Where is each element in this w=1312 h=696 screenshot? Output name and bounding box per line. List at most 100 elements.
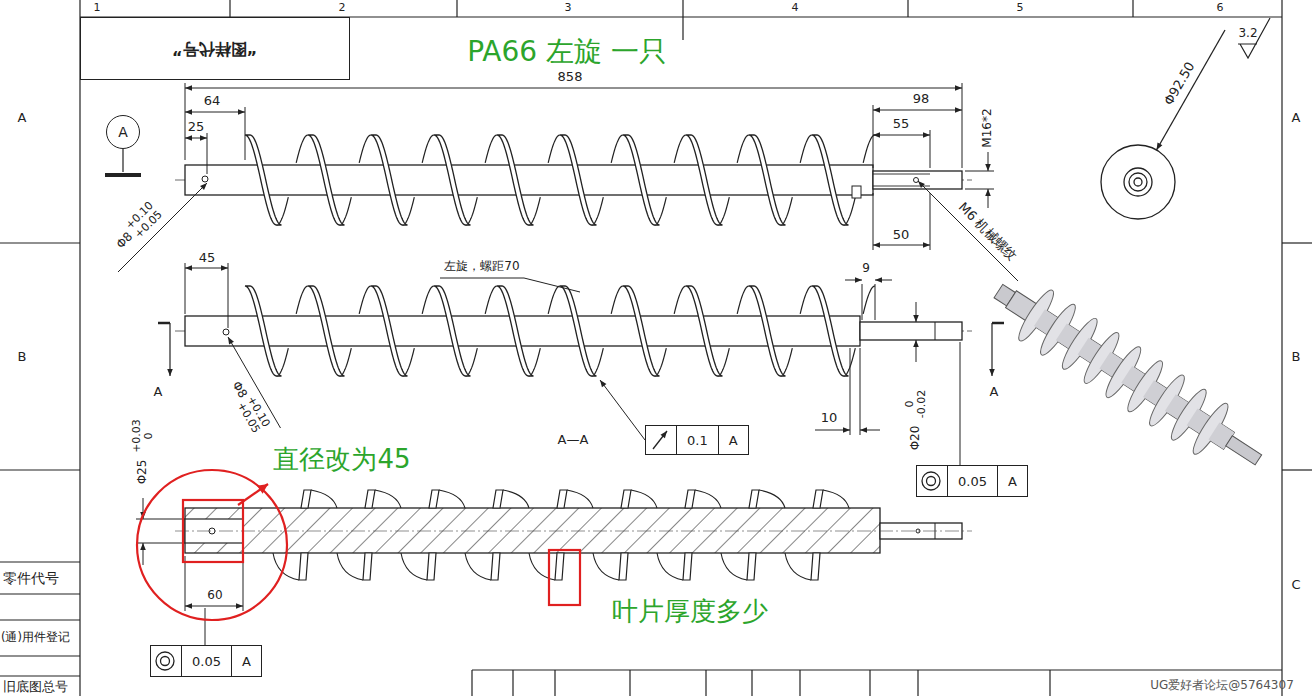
center-line xyxy=(175,531,972,532)
drawing-line xyxy=(850,348,851,435)
datum-letter: A xyxy=(118,124,128,140)
blade-edge xyxy=(401,553,427,580)
drawing-line xyxy=(472,669,1282,670)
flight-back-edge xyxy=(466,348,478,376)
blade-section xyxy=(813,490,823,508)
drawing-line xyxy=(185,112,245,113)
drawing-line xyxy=(440,278,580,292)
shaft-end xyxy=(1226,436,1262,465)
title-text: “图样代号” xyxy=(172,38,257,59)
iso-view xyxy=(982,266,1275,485)
flight xyxy=(308,286,345,376)
dimension: Φ8 xyxy=(229,379,249,401)
drawing-line xyxy=(207,133,208,174)
blade-edge xyxy=(465,553,491,580)
title-box: “图样代号” xyxy=(80,17,350,80)
flight xyxy=(434,286,471,376)
drawing-line xyxy=(930,130,931,168)
dimension: 64 xyxy=(204,94,221,109)
flight-back-edge xyxy=(718,197,730,225)
dimension: Φ92.50 xyxy=(1162,60,1199,109)
drawing-line xyxy=(988,152,989,171)
blade-edge xyxy=(311,490,337,508)
drawing-line xyxy=(161,657,170,666)
drawing-line xyxy=(156,652,174,670)
drawing-line xyxy=(0,675,80,676)
key xyxy=(852,186,861,198)
drawing-line xyxy=(875,284,876,320)
drawing-line xyxy=(185,88,962,89)
flight-back-edge xyxy=(277,348,289,376)
blade-section xyxy=(749,490,759,508)
drawing-line xyxy=(1134,178,1142,186)
blade-section xyxy=(299,553,308,580)
flight-back-edge xyxy=(781,348,793,376)
flight xyxy=(623,286,660,376)
drawing-line xyxy=(799,670,800,696)
dimension: 98 xyxy=(913,92,930,107)
tolerance-cell: 0.1 xyxy=(676,426,718,454)
drawing-line xyxy=(965,171,994,172)
drawing-line xyxy=(0,561,80,562)
blade-section xyxy=(493,490,503,508)
drawing-line xyxy=(907,0,908,17)
dimension: M16*2 xyxy=(981,108,995,147)
drawing-line xyxy=(185,263,186,314)
zone-number: 6 xyxy=(1217,2,1224,15)
drawing-line xyxy=(992,322,1004,325)
blade-edge xyxy=(375,490,401,508)
zone-number: 2 xyxy=(339,2,346,15)
blade-edge xyxy=(785,553,811,580)
drawing-line xyxy=(185,606,243,607)
drawing-line xyxy=(845,280,862,281)
drawing-line xyxy=(205,608,206,645)
shaft xyxy=(185,316,860,346)
blade-edge xyxy=(631,490,657,508)
drawing-line xyxy=(0,593,80,594)
flight-back-edge xyxy=(548,286,560,314)
tolerance-cell: 0.05 xyxy=(181,646,231,676)
shaft-section xyxy=(185,508,880,553)
tolerance-frame: 0.1A xyxy=(645,425,749,455)
flight-back-edge xyxy=(296,286,308,314)
flight-back-edge xyxy=(485,286,497,314)
drawing-line xyxy=(873,193,874,250)
zone-letter: A xyxy=(18,111,27,126)
blade-edge xyxy=(823,490,849,508)
drawing-line xyxy=(875,280,892,281)
flight-back-edge xyxy=(781,197,793,225)
zone-letter: C xyxy=(1291,578,1300,593)
drawing-line xyxy=(122,149,123,172)
blade-section xyxy=(365,490,375,508)
drawing-line xyxy=(930,193,931,250)
drawing-line xyxy=(988,189,989,208)
flight-back-edge xyxy=(340,348,352,376)
tolerance-cell: 0.05 xyxy=(947,466,997,496)
drawing-line xyxy=(185,268,228,269)
drawing-line xyxy=(183,500,243,562)
zone-number: 5 xyxy=(1017,2,1024,15)
section-letter: A xyxy=(154,385,163,400)
blade-section xyxy=(811,553,820,580)
dimension: 10 xyxy=(821,411,838,426)
blade-section xyxy=(619,553,628,580)
drawing-line xyxy=(118,83,1018,645)
drawing-line xyxy=(0,619,80,620)
drawing-line xyxy=(243,556,244,611)
drawing-line xyxy=(1129,173,1147,191)
drawing-line xyxy=(922,472,940,490)
blade-edge xyxy=(567,490,593,508)
drawing-line xyxy=(105,149,141,175)
watermark: UG爱好者论坛@5764307 xyxy=(1150,679,1294,693)
drawing-line xyxy=(143,543,144,565)
flight xyxy=(686,135,723,225)
flight xyxy=(245,135,282,225)
flight-back-edge xyxy=(674,286,686,314)
blade-section xyxy=(557,490,567,508)
drawing-line xyxy=(873,110,962,111)
pin-hole xyxy=(223,329,229,335)
flight xyxy=(308,135,345,225)
flight xyxy=(371,135,408,225)
